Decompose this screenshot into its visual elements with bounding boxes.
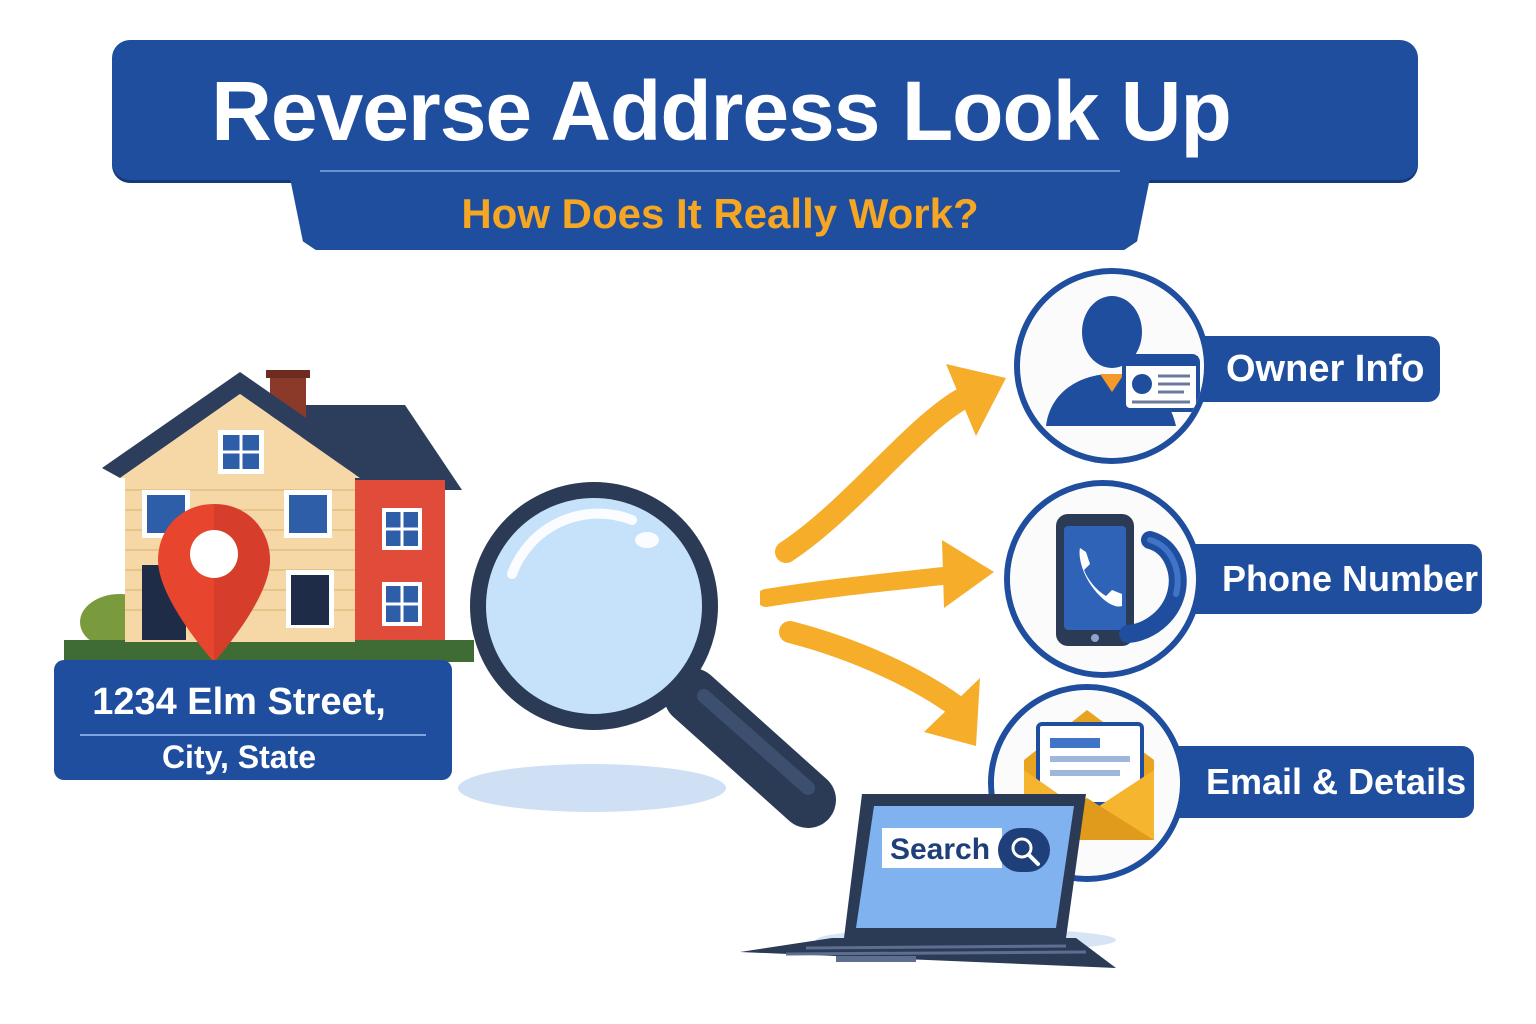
phone-icon (1010, 486, 1196, 672)
search-icon (1011, 837, 1033, 859)
person-id-icon (1020, 274, 1204, 458)
owner-info-label: Owner Info (1190, 336, 1440, 402)
laptop-search-button[interactable]: Search (889, 833, 991, 866)
email-details-circle (988, 684, 1186, 882)
owner-info-circle (1014, 268, 1210, 464)
title-banner (112, 40, 1418, 180)
address-divider (80, 734, 426, 736)
magnifying-glass-icon (458, 482, 836, 828)
page-title: Reverse Address Look Up (211, 64, 1232, 158)
phone-number-label: Phone Number (1180, 544, 1482, 614)
title-divider (320, 170, 1120, 172)
address-street: 1234 Elm Street, (92, 681, 386, 723)
subtitle-banner (290, 178, 1150, 250)
email-details-label: Email & Details (1170, 746, 1474, 818)
phone-number-circle (1004, 480, 1202, 678)
arrow-icon (760, 364, 1006, 746)
address-city-state: City, State (161, 739, 317, 775)
location-pin-icon (158, 504, 270, 662)
laptop-icon (740, 794, 1116, 968)
address-card (54, 660, 452, 780)
page-subtitle: How Does It Really Work? (461, 190, 979, 237)
